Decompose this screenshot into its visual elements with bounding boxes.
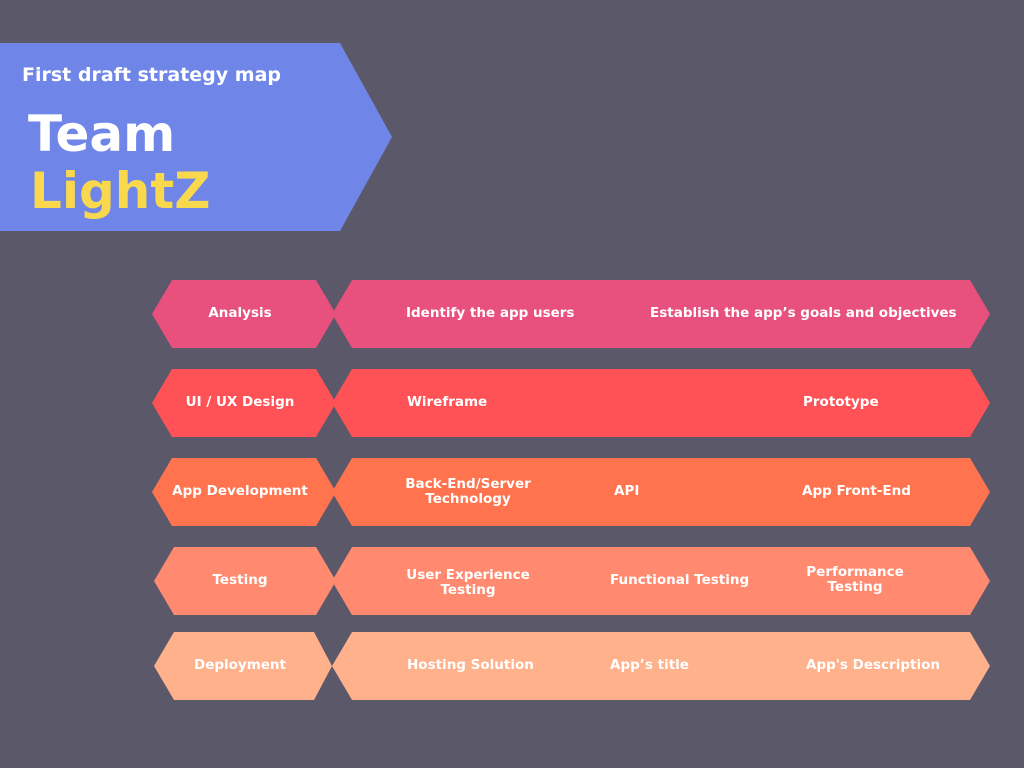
title-team: Team	[28, 105, 176, 163]
strategy-row-deployment: Deployment Hosting Solution App’s title …	[0, 632, 1024, 700]
task-label: Prototype	[803, 394, 879, 410]
tasks-chevron	[332, 632, 990, 700]
task-label: Establish the app’s goals and objectives	[650, 305, 957, 321]
banner-arrow-shape	[0, 43, 392, 231]
category-chevron	[154, 632, 332, 700]
task-label: User Experience Testing	[406, 567, 530, 598]
task-label: Back-End/Server Technology	[405, 476, 531, 507]
title-team-name: LightZ	[30, 162, 211, 220]
task-label: Identify the app users	[406, 305, 575, 321]
tasks-chevron	[332, 369, 990, 437]
category-chevron	[152, 280, 336, 348]
title-banner	[0, 43, 392, 231]
tasks-chevron	[332, 458, 990, 526]
task-label: App’s title	[610, 657, 689, 673]
category-label: App Development	[172, 483, 308, 499]
task-label: Wireframe	[407, 394, 488, 410]
strategy-row-testing: Testing User Experience Testing Function…	[0, 547, 1024, 615]
task-label: Functional Testing	[610, 572, 750, 588]
category-label: Testing	[212, 572, 268, 588]
tasks-chevron	[332, 280, 990, 348]
category-label: UI / UX Design	[185, 394, 295, 410]
category-chevron	[154, 547, 336, 615]
category-label: Deployment	[193, 657, 286, 673]
task-label: Performance Testing	[806, 564, 904, 595]
tasks-chevron	[332, 547, 990, 615]
strategy-row-app-development: App Development Back-End/Server Technolo…	[0, 458, 1024, 526]
task-label: API	[614, 483, 640, 499]
task-label: App Front-End	[802, 483, 911, 499]
strategy-row-analysis: Analysis Identify the app users Establis…	[0, 280, 1024, 348]
strategy-row-ui-ux-design: UI / UX Design Wireframe Prototype	[0, 369, 1024, 437]
category-chevron	[152, 369, 336, 437]
task-label: Hosting Solution	[407, 657, 534, 673]
subtitle: First draft strategy map	[22, 64, 281, 86]
category-chevron	[152, 458, 336, 526]
category-label: Analysis	[208, 305, 272, 321]
task-label: App's Description	[806, 657, 940, 673]
